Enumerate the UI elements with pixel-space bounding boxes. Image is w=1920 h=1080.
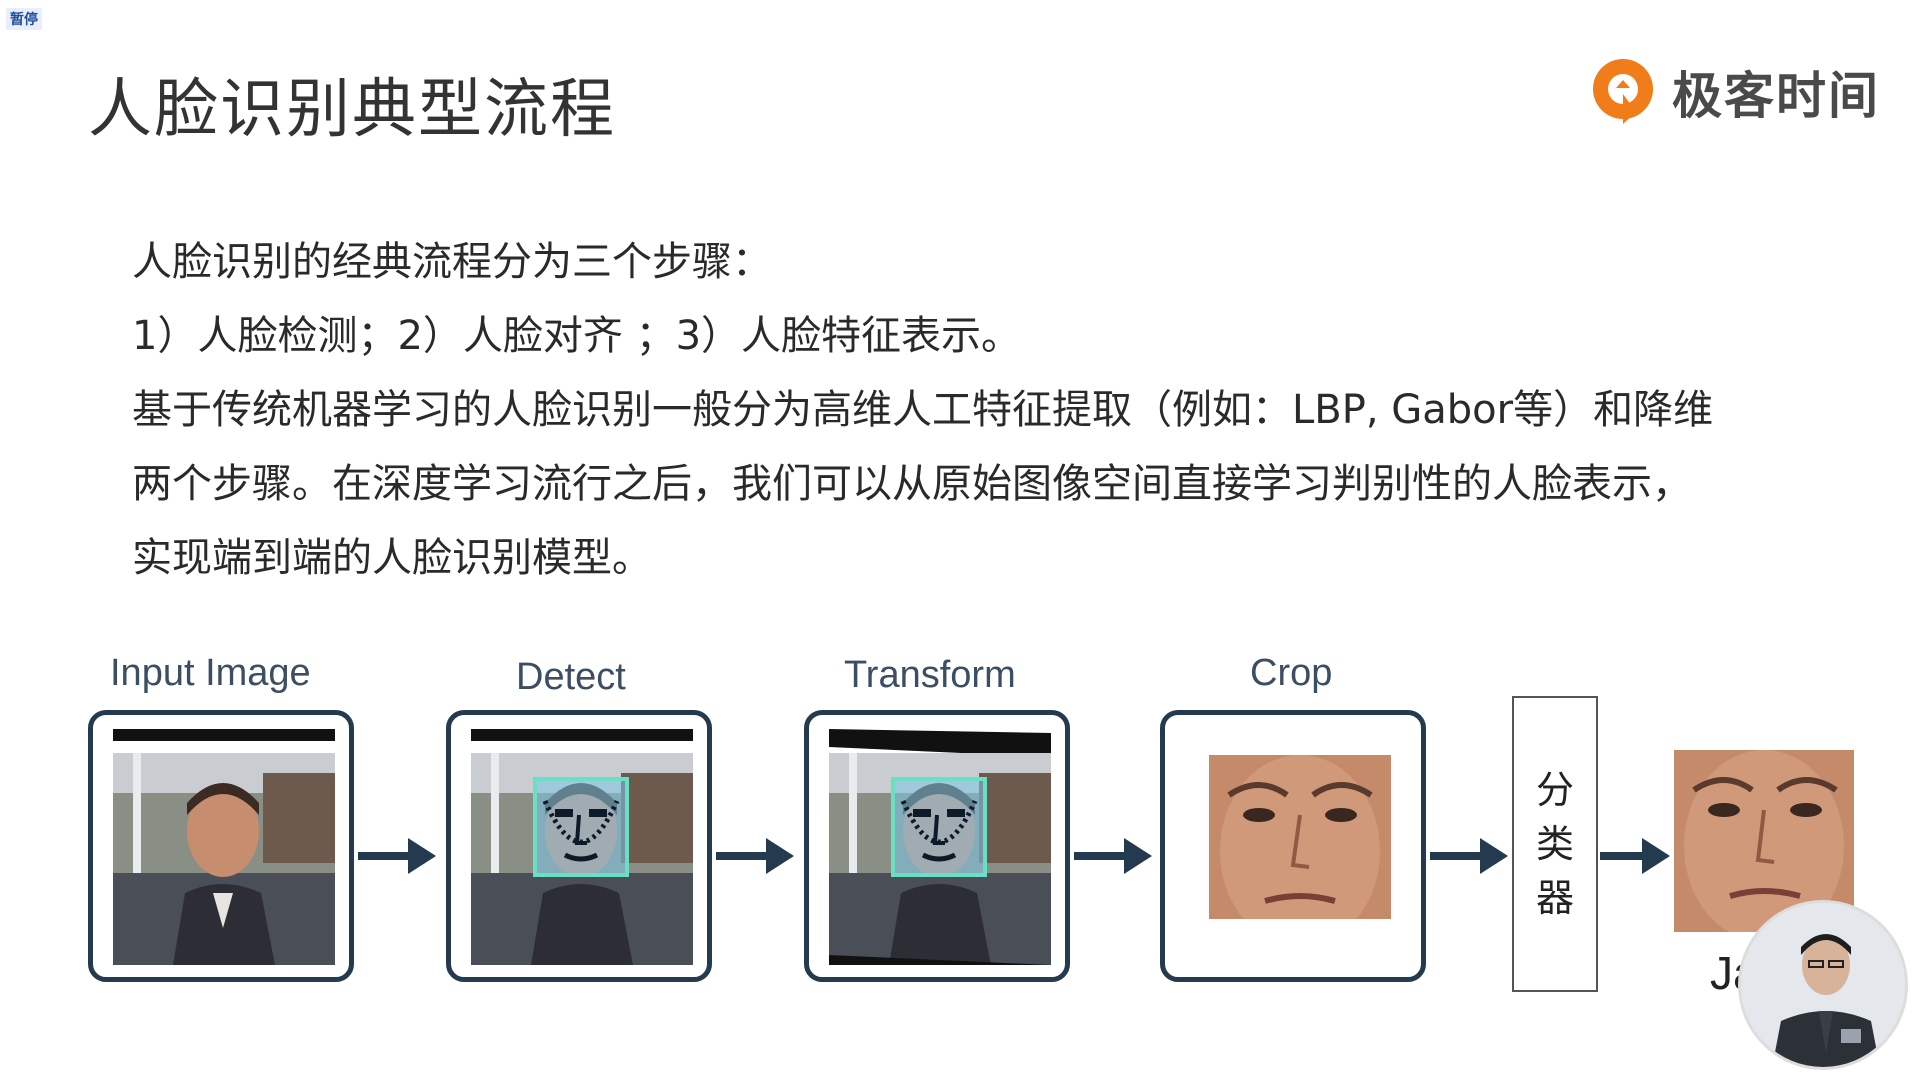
classifier-char: 器 — [1535, 876, 1574, 920]
arrow-right-icon — [1600, 834, 1672, 874]
input-photo — [113, 729, 335, 965]
presenter-video[interactable] — [1738, 900, 1908, 1070]
arrow-right-icon — [716, 834, 796, 874]
cropped-face — [1209, 755, 1391, 947]
paragraph-line: 1）人脸检测；2）人脸对齐 ；3）人脸特征表示。 — [132, 313, 1022, 359]
paragraph-line: 人脸识别的经典流程分为三个步骤： — [132, 239, 772, 285]
brand-name: 极客时间 — [1672, 67, 1880, 125]
stage-label-crop: Crop — [1250, 652, 1333, 694]
arrow-right-icon — [1074, 834, 1154, 874]
detect-photo — [471, 729, 693, 965]
classifier-char: 类 — [1535, 822, 1574, 866]
paragraph-line: 两个步骤。在深度学习流行之后，我们可以从原始图像空间直接学习判别性的人脸表示， — [132, 461, 1692, 507]
stage-label-input: Input Image — [110, 652, 311, 694]
pause-badge[interactable]: 暂停 — [6, 8, 42, 30]
paragraph-line: 实现端到端的人脸识别模型。 — [132, 535, 652, 581]
brand-logo: 极客时间 — [1588, 50, 1880, 134]
transform-box — [804, 710, 1070, 982]
stage-label-transform: Transform — [844, 654, 1016, 696]
crop-box — [1160, 710, 1426, 982]
geektime-logo-icon — [1593, 59, 1653, 124]
description-paragraph: 人脸识别的经典流程分为三个步骤： 1）人脸检测；2）人脸对齐 ；3）人脸特征表示… — [132, 225, 1772, 595]
face-recognition-pipeline-diagram: Input Image Detect Transform Crop — [0, 640, 1920, 1080]
transform-photo — [829, 729, 1051, 965]
classifier-box: 分 类 器 — [1512, 696, 1598, 992]
input-image-box — [88, 710, 354, 982]
slide-title: 人脸识别典型流程 — [88, 73, 616, 147]
stage-label-detect: Detect — [516, 656, 626, 698]
classifier-char: 分 — [1535, 768, 1574, 812]
arrow-right-icon — [358, 834, 438, 874]
arrow-right-icon — [1430, 834, 1510, 874]
paragraph-line: 基于传统机器学习的人脸识别一般分为高维人工特征提取（例如：LBP, Gabor等… — [132, 387, 1714, 433]
detect-box — [446, 710, 712, 982]
